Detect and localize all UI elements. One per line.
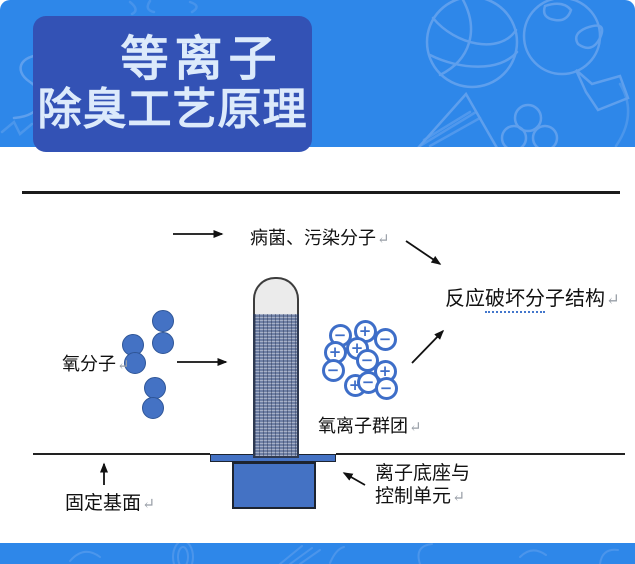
reaction-label-post: 子结构	[545, 286, 605, 310]
pollutants-label: 病菌、污染分子↵	[250, 224, 389, 250]
electrode-rod-dome	[253, 277, 299, 314]
doodle-triangle-scribble	[418, 110, 482, 147]
reaction-label: 反应破坏分子结构↵	[445, 282, 620, 313]
electrode-rod-body	[253, 312, 299, 458]
title-card: 等离子 除臭工艺原理	[33, 16, 312, 152]
ground-line-left	[33, 453, 210, 455]
return-mark-icon: ↵	[117, 357, 130, 374]
top-banner: 等离子 除臭工艺原理	[0, 0, 635, 152]
minus-icon: −	[361, 372, 375, 391]
ion-circle-plus: +	[373, 359, 397, 383]
base-unit-label: 离子底座与 控制单元↵	[375, 462, 470, 509]
ion-cluster-label-text: 氧离子群团	[318, 416, 408, 437]
minus-icon: −	[333, 325, 347, 344]
reaction-label-underlined: 破坏分	[485, 286, 545, 313]
reaction-label-pre: 反应	[445, 286, 485, 310]
control-unit-box	[232, 462, 316, 509]
oxygen-molecules-label-text: 氧分子	[62, 354, 116, 375]
doodle-ball	[425, 0, 519, 89]
pollutants-label-text: 病菌、污染分子	[250, 228, 376, 249]
return-mark-icon: ↵	[409, 419, 422, 436]
pollutant-to-reaction-arrow	[405, 240, 442, 265]
minus-icon: −	[379, 378, 393, 397]
bottom-banner	[0, 540, 635, 564]
ion-circle-minus: −	[373, 327, 397, 351]
base-unit-label-line2: 控制单元↵	[375, 485, 470, 509]
doodle-scribble-top	[128, 0, 198, 16]
oxygen-molecules-label: 氧分子↵	[62, 350, 129, 376]
minus-icon: −	[360, 350, 374, 369]
minus-icon: −	[326, 360, 340, 379]
doodle-ball-seams	[428, 0, 519, 77]
return-mark-icon: ↵	[142, 495, 156, 513]
ion-circle-minus: −	[321, 358, 345, 382]
doodle-triangle	[417, 91, 498, 147]
doodle-background	[0, 0, 630, 147]
doodle-right-arc	[614, 82, 630, 147]
oxygen-molecule-circle	[152, 332, 174, 354]
ion-circle-minus: −	[355, 348, 379, 372]
doodle-molecule-node3	[531, 124, 559, 147]
doodle-globe	[522, 0, 602, 76]
ground-line-right	[336, 453, 625, 455]
return-mark-icon: ↵	[606, 290, 620, 309]
bottom-doodle-background	[69, 540, 619, 564]
plus-icon: +	[358, 321, 372, 340]
return-mark-icon: ↵	[377, 231, 390, 248]
fixed-base-label-text: 固定基面	[65, 492, 142, 514]
ion-circle-minus: −	[374, 376, 398, 400]
top-divider-line	[22, 191, 620, 194]
oxygen-molecule-circle	[124, 352, 146, 374]
oxygen-molecule-circle	[152, 310, 174, 332]
title-line2: 除臭工艺原理	[37, 85, 308, 135]
minus-icon: −	[378, 329, 392, 348]
cluster-to-reaction-arrow	[411, 329, 445, 364]
doodle-globe-land	[542, 2, 604, 50]
plus-icon: +	[328, 342, 342, 361]
title-line1: 等离子	[120, 33, 283, 87]
ion-circle-minus: −	[356, 370, 380, 394]
base-unit-label-line1: 离子底座与	[375, 462, 471, 484]
plus-icon: +	[378, 361, 392, 380]
return-mark-icon: ↵	[452, 488, 466, 506]
base-unit-label-line2-text: 控制单元	[375, 485, 452, 507]
doodle-globe-stand	[574, 69, 630, 112]
doodle-molecule-node2	[500, 124, 528, 147]
doodle-molecule-node1	[513, 103, 543, 133]
oxygen-molecule-circle	[142, 397, 164, 419]
ion-cluster-label: 氧离子群团↵	[318, 412, 421, 438]
doodle-left-zigzag	[0, 120, 34, 136]
base-unit-pointer-arrow	[342, 472, 366, 486]
oxygen-molecule-circle	[144, 377, 166, 399]
fixed-base-label: 固定基面↵	[65, 488, 155, 515]
